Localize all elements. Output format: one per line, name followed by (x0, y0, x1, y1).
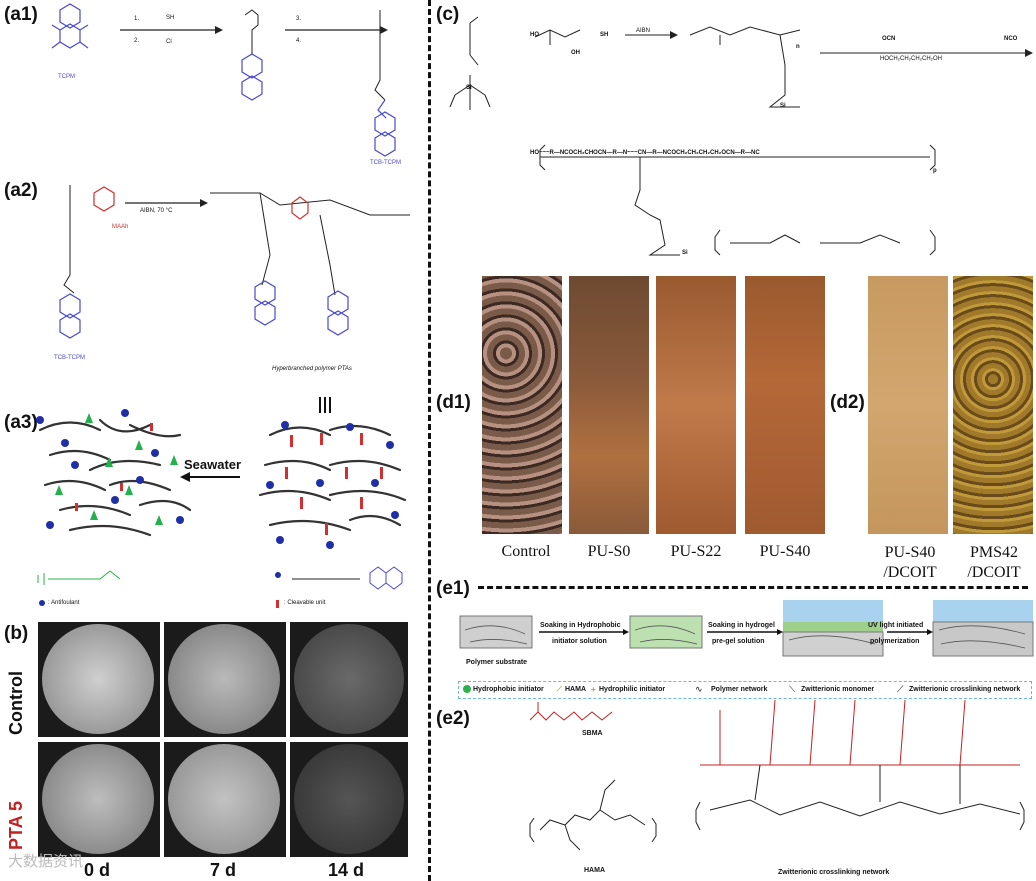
legend-hydrophilic-initiator: Hydrophilic initiator (599, 686, 666, 693)
panel-label-a3: (a3) (4, 412, 38, 433)
a3-network-diagram (36, 397, 407, 608)
a1-step4: 4. (296, 38, 302, 44)
d2-label-pu-s40-dcoit-line2: /DCOIT (883, 564, 937, 581)
panel-photo-pms42-dcoit (953, 276, 1033, 534)
tcpm-label: TCPM (58, 74, 75, 80)
c-reagent-sh: SH (600, 32, 609, 38)
dish-control-0d (38, 622, 160, 737)
day-label-7: 7 d (210, 860, 237, 880)
c-reagent-ho: HO (530, 32, 539, 38)
d2-label-pu-s40-dcoit: PU-S40 /DCOIT (868, 543, 952, 583)
d1-label-pu-s40: PU-S40 (759, 543, 811, 560)
c-reagent-aibn: AIBN (636, 28, 651, 34)
d2-label-pms42-dcoit: PMS42 /DCOIT (953, 543, 1035, 583)
a1-reagent-cl: Cl (166, 39, 172, 45)
horizontal-divider (478, 586, 1028, 589)
watermark: 大数据资讯 (8, 853, 84, 870)
e1-arrow1-top: Soaking in Hydrophobic (540, 622, 621, 629)
a2-conditions: AIBN, 70 °C (140, 208, 173, 214)
panel-label-d1: (d1) (436, 392, 471, 413)
c-reagent-chain: HOCH₂CH₂CH₂CH₂OH (880, 56, 942, 62)
a2-monomer-a: TCB-TCPM (54, 355, 85, 361)
c-synthesis-scheme (449, 16, 1033, 256)
panel-photo-pu-s0 (569, 276, 649, 534)
panel-label-b: (b) (4, 623, 29, 644)
polymer-network-icon: ∿ (695, 684, 703, 694)
legend-hama: HAMA (565, 686, 586, 693)
d2-label-pu-s40-dcoit-line1: PU-S40 (884, 544, 936, 561)
dish-control-7d (164, 622, 286, 737)
hydrophilic-initiator-icon: + (591, 685, 596, 694)
c-repeat-p: p (933, 168, 937, 174)
dish-control-14d (290, 622, 408, 737)
c-backbone: HO~~~R—NCOCH₂CHOCN—R—N~~~CN—R—NCOCH₂CH₂C… (530, 150, 760, 156)
panel-label-e1: (e1) (436, 578, 470, 599)
panel-label-c: (c) (436, 4, 460, 25)
legend-zwitterionic-network: Zwitterionic crosslinking network (909, 686, 1021, 693)
hydrophobic-initiator-icon (463, 685, 471, 693)
d1-label-control: Control (501, 543, 551, 560)
e1-arrow2-top: Soaking in hydrogel (708, 622, 775, 629)
legend-polymer-network: Polymer network (711, 686, 768, 693)
panel-label-d2: (d2) (830, 392, 865, 413)
a1-step2: 2. (134, 38, 140, 44)
d2-label-pms42-dcoit-line1: PMS42 (969, 544, 1019, 561)
e1-arrow1-bottom: initiator solution (552, 638, 607, 645)
panel-photo-control (482, 276, 562, 534)
c-si-3: Si (682, 250, 688, 256)
e2-structures (529, 699, 1025, 851)
panel-photo-pu-s40 (745, 276, 825, 534)
legend-zwitterionic-monomer: Zwitterionic monomer (801, 686, 875, 693)
a1-scheme (51, 3, 396, 157)
a2-monomer-b: MAAh (112, 224, 129, 230)
zwitterionic-network-icon: ⟋ (897, 684, 904, 694)
a1-step1: 1. (134, 16, 140, 22)
e1-step-substrate: Polymer substrate (466, 659, 528, 666)
panel-label-e2: (e2) (436, 708, 470, 729)
day-label-14: 14 d (328, 860, 365, 880)
row-label-pta5: PTA 5 (6, 800, 26, 850)
e1-process-schematic (459, 600, 1034, 657)
panel-photo-pu-s40-dcoit (868, 276, 948, 534)
c-repeat-n: n (796, 44, 800, 50)
e1-legend: Hydrophobic initiator ⟋ HAMA + Hydrophil… (458, 681, 1032, 699)
a2-scheme (59, 185, 410, 339)
e1-arrow2-bottom: pre-gel solution (712, 638, 765, 645)
hama-icon: ⟋ (557, 686, 562, 693)
legend-cleavable: : Cleavable unit (284, 600, 326, 606)
legend-antifoulant: : Antifoulant (48, 600, 80, 606)
dish-pta5-7d (164, 742, 286, 857)
panel-label-a1: (a1) (4, 4, 38, 25)
c-si-1: Si (466, 85, 472, 91)
dish-pta5-14d (290, 742, 408, 857)
e1-arrow3-bottom: polymerization (870, 638, 920, 645)
day-label-0: 0 d (84, 860, 111, 880)
e2-sbma-label: SBMA (582, 730, 603, 737)
a1-reagent-sh: SH (166, 15, 175, 21)
a1-step3: 3. (296, 16, 302, 22)
c-si-2: Si (780, 103, 786, 109)
zwitterionic-monomer-icon: ⟍ (789, 684, 796, 694)
e2-network-label: Zwitterionic crosslinking network (778, 869, 890, 876)
seawater-label: Seawater (184, 457, 242, 472)
d1-label-pu-s22: PU-S22 (670, 543, 722, 560)
d2-label-pms42-dcoit-line2: /DCOIT (967, 564, 1021, 581)
d1-label-pu-s0: PU-S0 (587, 543, 631, 560)
e1-arrow3-top: UV light initiated (868, 622, 924, 629)
legend-hydrophobic-initiator: Hydrophobic initiator (473, 686, 544, 693)
panel-photo-pu-s22 (656, 276, 736, 534)
row-label-control: Control (6, 671, 26, 735)
dish-pta5-0d (38, 742, 160, 857)
c-reagent-nco: OCN (882, 36, 896, 42)
panel-label-a2: (a2) (4, 180, 38, 201)
e2-hama-label: HAMA (584, 867, 605, 874)
c-reagent-nco2: NCO (1004, 36, 1018, 42)
tcpm-molecule (51, 3, 89, 49)
tcb-tcpm-label: TCB-TCPM (370, 160, 401, 166)
c-reagent-oh: OH (571, 50, 580, 56)
a2-product: Hyperbranched polymer PTAs (272, 366, 352, 372)
vertical-divider (428, 0, 431, 881)
